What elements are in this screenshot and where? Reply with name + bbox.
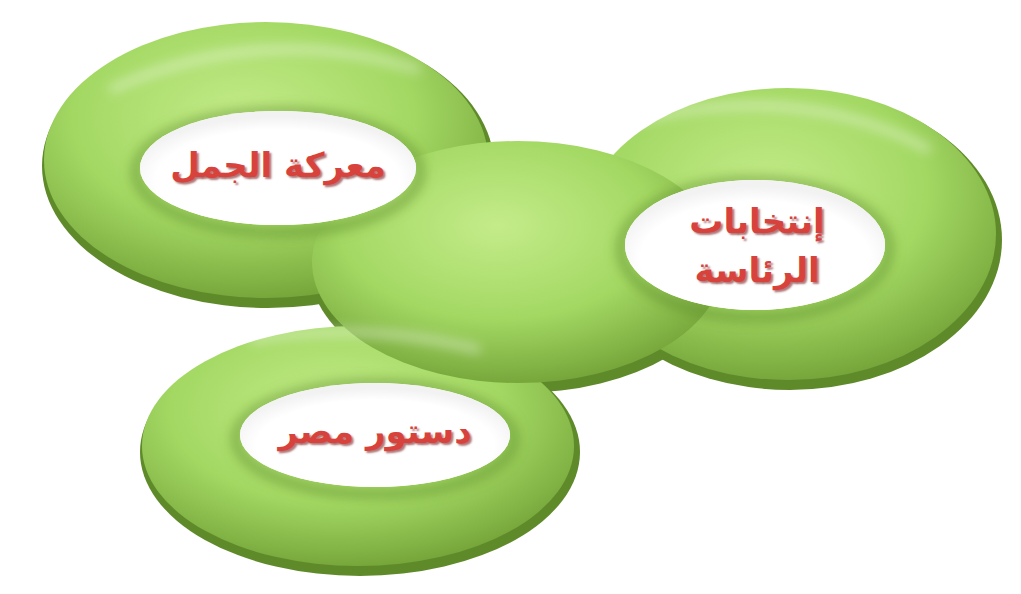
- hole-label: معركة الجمل: [170, 141, 386, 190]
- hole-label: دستور مصر: [278, 407, 471, 456]
- hole-label: إنتخابات الرئاسة: [662, 197, 852, 296]
- surface-hole: [140, 111, 885, 487]
- surface-body: [42, 22, 1002, 576]
